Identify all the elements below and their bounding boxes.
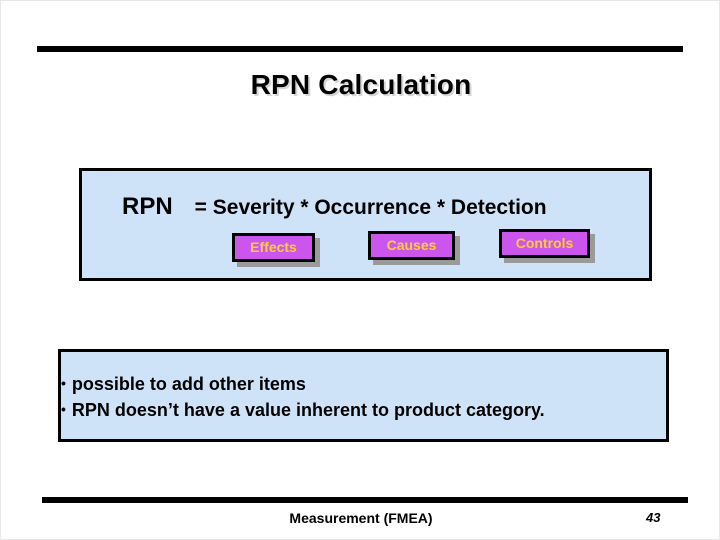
term-box-effects[interactable]: Effects [232, 233, 315, 262]
bottom-divider-rule [42, 497, 688, 503]
rpn-formula-panel: RPN = Severity * Occurrence * Detection [79, 168, 652, 281]
bullet-dot-icon: • [61, 401, 66, 417]
bullet-dot-icon: • [61, 375, 66, 391]
formula-subject: RPN [122, 193, 173, 220]
top-divider-rule [37, 46, 683, 52]
footer-label: Measurement (FMEA) [289, 510, 433, 526]
term-box-causes[interactable]: Causes [368, 231, 455, 260]
page-title: RPN Calculation [250, 69, 472, 100]
rpn-formula-line: RPN = Severity * Occurrence * Detection [122, 195, 547, 219]
list-item-label: RPN doesn’t have a value inherent to pro… [71, 400, 545, 420]
list-item-label: possible to add other items [71, 374, 306, 394]
notes-list: • possible to add other items • RPN doesn’… [61, 371, 719, 423]
formula-expression: = Severity * Occurrence * Detection [194, 196, 547, 219]
page-number: 43 [646, 510, 661, 525]
notes-panel [58, 349, 669, 442]
term-box-controls[interactable]: Controls [499, 229, 590, 258]
list-item: • RPN doesn’t have a value inherent to pr… [61, 397, 719, 423]
list-item: • possible to add other items [61, 371, 719, 397]
